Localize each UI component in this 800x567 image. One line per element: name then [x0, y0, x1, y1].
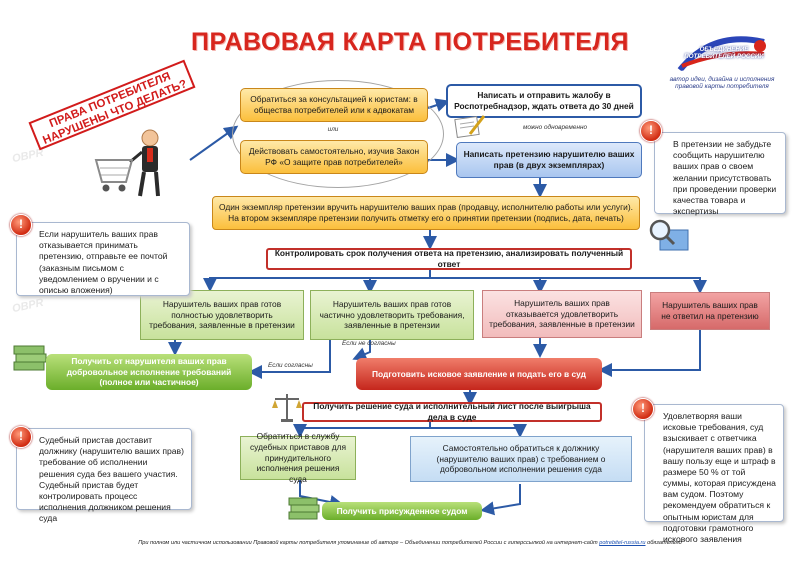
warning-icon: !: [10, 214, 32, 236]
footer-link[interactable]: potrebitel-russia.ru: [599, 540, 646, 546]
consult-options-group: [232, 80, 444, 188]
shopper-illustration: [92, 118, 172, 204]
footer: При полном или частичном использовании П…: [80, 540, 740, 546]
scales-of-justice-icon: [270, 390, 304, 424]
warning-icon: !: [632, 398, 654, 420]
refuses-node: Нарушитель ваших прав отказывается удовл…: [482, 290, 642, 338]
no-answer-node: Нарушитель ваших прав не ответил на прет…: [650, 292, 770, 330]
note-text: Если нарушитель ваших прав отказывается …: [39, 229, 168, 295]
logo-credit: автор идеи, дизайна и исполнения правово…: [669, 76, 775, 90]
or-label: или: [327, 126, 339, 133]
shopping-cart-icon: [94, 129, 160, 197]
magnifier-folder-icon: [646, 216, 690, 256]
note-fine-50: Удовлетворяя ваши исковые требования, су…: [644, 404, 784, 544]
note-claim-inspection: В претензии не забудьте сообщить нарушит…: [654, 132, 786, 217]
footer-tail: обязательно: [647, 540, 682, 546]
awarded-node: Получить присужденное судом: [322, 502, 482, 520]
full-satisfaction-node: Нарушитель ваших прав готов полностью уд…: [140, 290, 304, 340]
page-title: ПРАВОВАЯ КАРТА ПОТРЕБИТЕЛЯ: [191, 28, 629, 56]
logo-emblem-icon: [677, 36, 766, 73]
claim-node: Написать претензию нарушителю ваших прав…: [456, 142, 642, 178]
note-send-by-mail: Если нарушитель ваших прав отказывается …: [16, 222, 190, 296]
note-text: Удовлетворяя ваши исковые требования, су…: [663, 411, 776, 544]
logo: [672, 36, 772, 76]
money-stack-icon: [10, 336, 50, 376]
note-text: Судебный пристав доставит должнику (нару…: [39, 435, 184, 524]
money-stack-icon: [286, 490, 322, 524]
control-answer-node: Контролировать срок получения ответа на …: [266, 248, 632, 270]
complaint-node: Написать и отправить жалобу в Роспотребн…: [446, 84, 642, 118]
lawsuit-node: Подготовить исковое заявление и подать е…: [356, 358, 602, 390]
receive-execution-node: Получить от нарушителя ваших прав добров…: [46, 354, 252, 390]
document-pen-icon: [452, 112, 486, 140]
footer-text: При полном или частичном использовании П…: [138, 540, 598, 546]
partial-satisfaction-node: Нарушитель ваших прав готов частично удо…: [310, 290, 474, 340]
note-bailiff: Судебный пристав доставит должнику (нару…: [16, 428, 192, 523]
act-yourself-node: Действовать самостоятельно, изучив Закон…: [240, 140, 428, 174]
if-disagree-label: Если не согласны: [342, 340, 396, 347]
deliver-claim-node: Один экземпляр претензии вручить нарушит…: [212, 196, 640, 230]
warning-icon: !: [640, 120, 662, 142]
logo-text: ОБЪЕДИНЕНИЕ ПОТРЕБИТЕЛЕЙ РОССИИ: [684, 46, 764, 60]
consult-lawyers-node: Обратиться за консультацией к юристам: в…: [240, 88, 428, 122]
self-execution-node: Самостоятельно обратиться к должнику (на…: [410, 436, 632, 482]
warning-icon: !: [10, 426, 32, 448]
note-text: В претензии не забудьте сообщить нарушит…: [673, 139, 777, 217]
simultaneously-label: можно одновременно: [522, 124, 588, 131]
court-decision-node: Получить решение суда и исполнительный л…: [302, 401, 602, 422]
if-agree-label: Если согласны: [268, 362, 313, 369]
bailiff-node: Обратиться в службу судебных приставов д…: [240, 431, 356, 484]
